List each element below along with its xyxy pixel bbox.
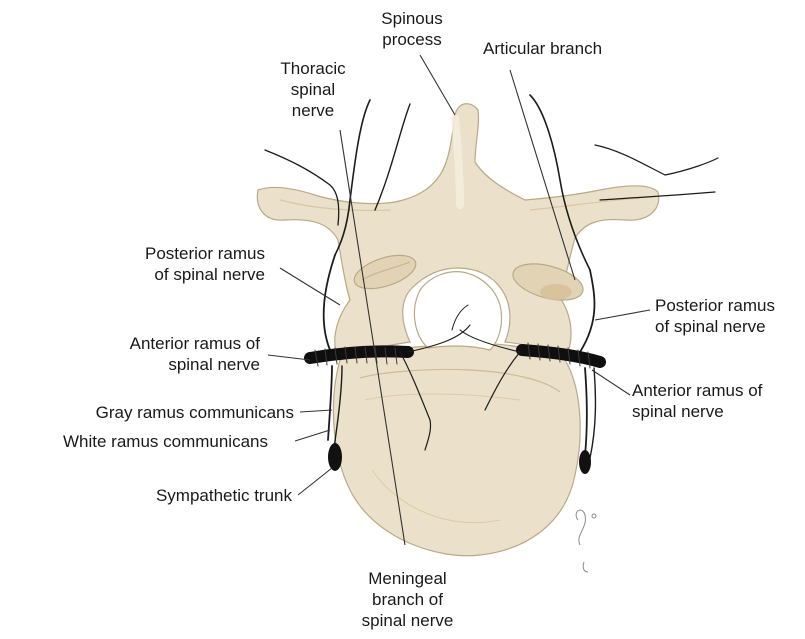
vertebral-body — [333, 343, 580, 555]
vertebral-foramen — [414, 272, 501, 350]
artist-signature — [576, 510, 596, 572]
posterior-ramus-right-label: Posterior ramus of spinal nerve — [655, 295, 775, 337]
posterior-ramus-left-label: Posterior ramus of spinal nerve — [100, 243, 265, 285]
gray-ramus-label: Gray ramus communicans — [10, 402, 294, 423]
sympathetic-trunk-label: Sympathetic trunk — [100, 485, 292, 506]
meningeal-branch-label: Meningeal branch of spinal nerve — [325, 568, 490, 631]
white-ramus-label: White ramus communicans — [5, 431, 268, 452]
thoracic-spinal-nerve-label: Thoracic spinal nerve — [258, 58, 368, 121]
anterior-ramus-left-label: Anterior ramus of spinal nerve — [85, 333, 260, 375]
spinous-process-label: Spinous process — [362, 8, 462, 50]
anterior-ramus-right-label: Anterior ramus of spinal nerve — [632, 380, 762, 422]
articular-branch-label: Articular branch — [483, 38, 602, 59]
